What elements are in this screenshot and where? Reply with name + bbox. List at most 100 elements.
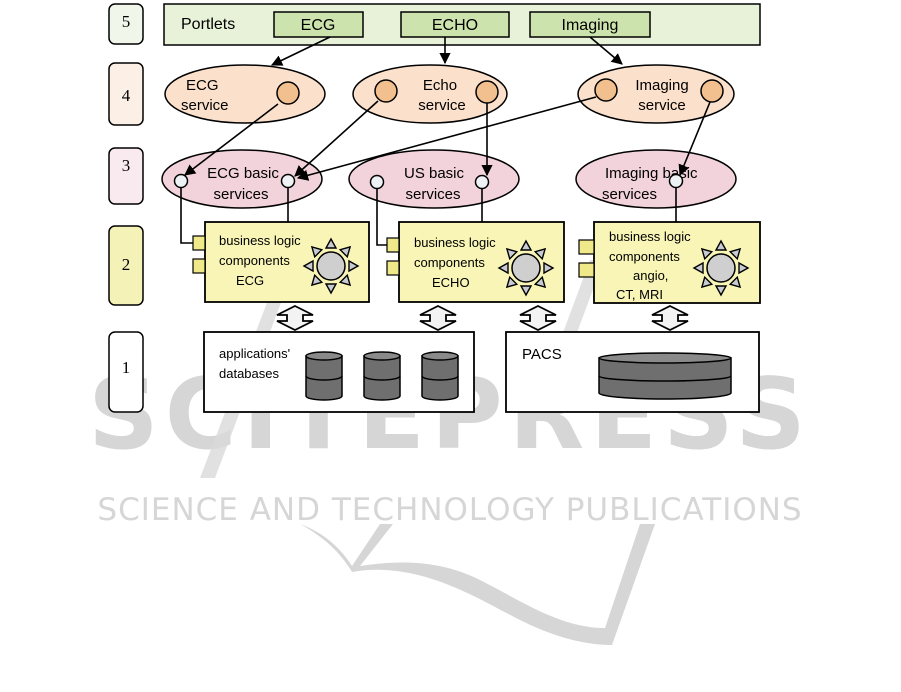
component-imaging-line1: business logic xyxy=(609,229,691,244)
echo-service-port-right xyxy=(475,80,499,104)
component-imaging-line4: CT, MRI xyxy=(616,287,663,302)
gear-icon xyxy=(497,239,555,297)
gear-ray xyxy=(310,245,324,259)
imaging-service-line2: service xyxy=(638,97,686,114)
component-ecg-line2: components xyxy=(219,253,290,268)
gear-ray xyxy=(692,261,704,275)
ecg-basic-line1: ECG basic xyxy=(207,165,279,182)
database-body xyxy=(305,355,343,401)
layer-5-box xyxy=(108,3,144,45)
imaging-service-port-right xyxy=(700,79,724,103)
gear-ray xyxy=(338,273,352,287)
arrow-portlet-ecg-to-service xyxy=(270,36,331,66)
double-arrow-shape xyxy=(651,304,689,332)
layer-4-box xyxy=(108,62,144,126)
double-arrow-icon xyxy=(651,304,689,332)
gear-icon xyxy=(302,237,360,295)
component-echo-line1: business logic xyxy=(414,235,496,250)
gear-ray xyxy=(497,261,509,275)
pacs-database-icon xyxy=(598,352,732,400)
gear-ray xyxy=(738,261,750,275)
storage-layer: applications' databases PACS xyxy=(203,331,760,413)
apps-db-line2: databases xyxy=(219,366,279,381)
pacs-label: PACS xyxy=(522,346,562,363)
imaging-basic-line2: services xyxy=(602,186,657,203)
gear-icon xyxy=(692,239,750,297)
gear-ray xyxy=(302,259,314,273)
gear-ray xyxy=(543,261,555,275)
line-us-basic-left-to-port xyxy=(376,189,389,246)
ecg-service-line1: ECG xyxy=(186,77,219,94)
portlet-echo-label: ECHO xyxy=(432,17,478,34)
portlet-echo[interactable] xyxy=(400,11,510,38)
component-imaging-port-1 xyxy=(578,239,595,255)
double-arrow-icon xyxy=(519,304,557,332)
layer-labels: 5 4 3 2 1 xyxy=(108,3,144,413)
arrow-portlet-imaging-to-service xyxy=(589,36,623,65)
watermark: SCITEPRESS SCIENCE AND TECHNOLOGY PUBLIC… xyxy=(88,260,806,645)
echo-service[interactable] xyxy=(352,64,508,124)
layer-5-label: 5 xyxy=(122,12,131,31)
portlets-label: Portlets xyxy=(181,16,235,33)
imaging-service[interactable] xyxy=(577,64,735,124)
imaging-basic-line1: Imaging basic xyxy=(605,165,698,182)
database-icon xyxy=(305,351,343,401)
arrow-ecg-service-to-basic xyxy=(184,103,279,176)
double-arrows xyxy=(276,304,689,332)
ecg-basic-port-right xyxy=(280,173,296,189)
component-imaging-line3: angio, xyxy=(633,268,668,283)
us-basic-port-left xyxy=(369,174,385,190)
database-body xyxy=(363,355,401,401)
component-ecg-port-2 xyxy=(192,258,206,274)
component-imaging-port-2 xyxy=(578,262,595,278)
component-echo-port-2 xyxy=(386,260,400,276)
layer-4-label: 4 xyxy=(122,86,131,105)
layer-1-box xyxy=(108,331,144,413)
gear-ray xyxy=(533,247,547,261)
database-icon xyxy=(421,351,459,401)
double-arrow-shape xyxy=(519,304,557,332)
database-top xyxy=(421,351,459,361)
component-imaging-line2: components xyxy=(609,249,680,264)
component-ecg-line3: ECG xyxy=(236,273,264,288)
us-basic-line2: services xyxy=(405,186,460,203)
imaging-service-line1: Imaging xyxy=(635,77,688,94)
gear-ray xyxy=(728,275,742,289)
component-ecg-line1: business logic xyxy=(219,233,301,248)
component-echo-port-1 xyxy=(386,237,400,253)
layer-2-box xyxy=(108,225,144,306)
database-icon xyxy=(363,351,401,401)
gear-ray xyxy=(505,275,519,289)
gear-ray xyxy=(348,259,360,273)
ecg-basic-services[interactable] xyxy=(161,149,323,209)
portlet-ecg[interactable] xyxy=(273,11,364,38)
arrow-echo-service-to-ecg-basic xyxy=(294,100,379,177)
arrow-imaging-service-to-ecg-basic xyxy=(296,96,597,181)
ecg-service[interactable] xyxy=(164,64,326,124)
us-basic-services[interactable] xyxy=(348,149,520,209)
portlet-imaging[interactable] xyxy=(529,11,651,38)
gear-ray xyxy=(533,275,547,289)
gear-ray xyxy=(324,237,338,249)
double-arrow-icon xyxy=(419,304,457,332)
imaging-service-port-left xyxy=(594,78,618,102)
component-ecg-port-1 xyxy=(192,235,206,251)
ecg-service-port xyxy=(276,81,300,105)
imaging-basic-services[interactable] xyxy=(575,149,737,209)
ecg-basic-line2: services xyxy=(213,186,268,203)
us-basic-port-right xyxy=(474,174,490,190)
watermark-subtitle: SCIENCE AND TECHNOLOGY PUBLICATIONS xyxy=(97,492,802,528)
ecg-service-line2: service xyxy=(181,97,229,114)
components-layer: business logic components ECG business l… xyxy=(192,221,761,304)
watermark-swoosh-icon xyxy=(300,524,655,645)
database-band xyxy=(421,375,459,381)
database-band xyxy=(363,375,401,381)
layer-3-box xyxy=(108,147,144,205)
gear-ray xyxy=(714,239,728,251)
gear-ray xyxy=(338,245,352,259)
gear-ray xyxy=(505,247,519,261)
component-echo-line2: components xyxy=(414,255,485,270)
connectors xyxy=(180,36,711,246)
gear-ray xyxy=(519,285,533,297)
